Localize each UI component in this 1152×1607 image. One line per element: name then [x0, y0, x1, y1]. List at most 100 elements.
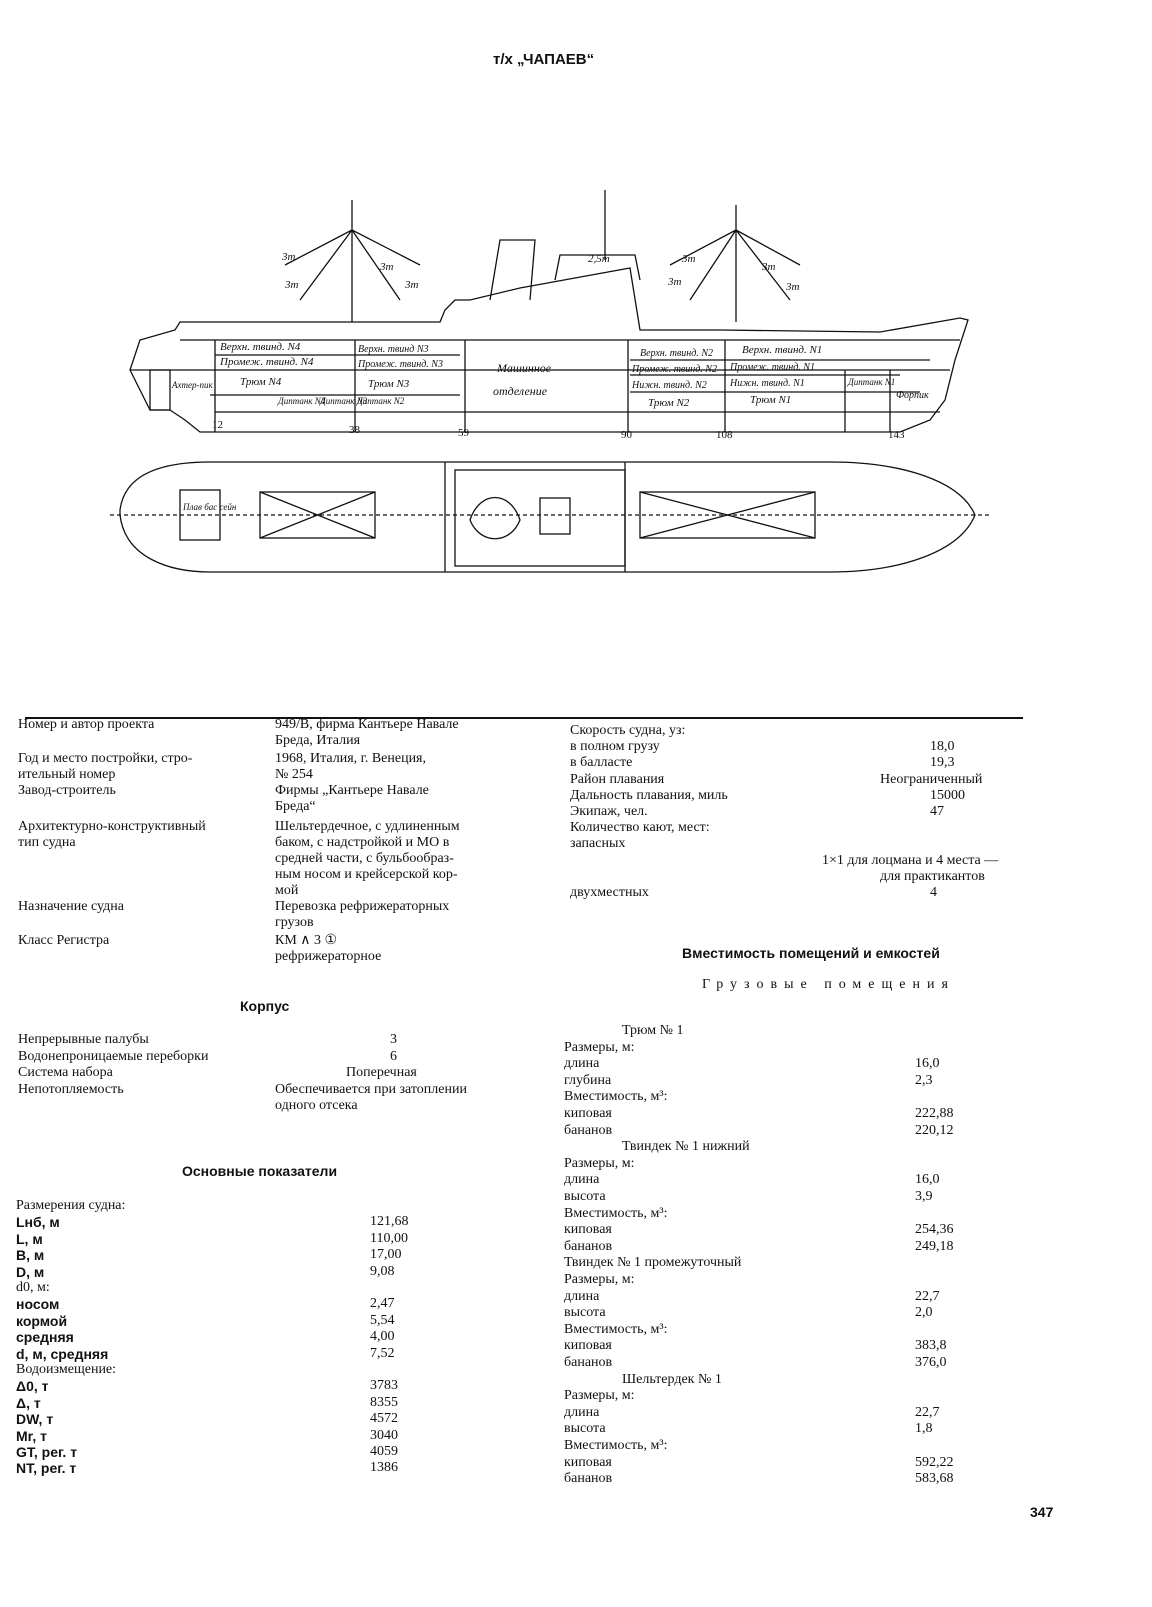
main-value: 121,68	[370, 1214, 409, 1230]
main-key: NT, рег. т	[16, 1460, 77, 1477]
speed-value: 18,0	[930, 739, 955, 755]
cargo-key: Размеры, м:	[564, 1039, 635, 1055]
cargo-key: длина	[564, 1288, 600, 1304]
cargo-value: 16,0	[915, 1056, 940, 1072]
main-key: Lнб, м	[16, 1214, 60, 1231]
main-key: Δ0, т	[16, 1378, 49, 1395]
cargo-key: Вместимость, м³:	[564, 1089, 668, 1105]
section-title-capacity: Вместимость помещений и емкостей	[682, 945, 940, 961]
speed-key: в балласте	[570, 755, 633, 771]
main-key: L, м	[16, 1230, 43, 1247]
main-key: Δ, т	[16, 1394, 41, 1411]
main-key: B, м	[16, 1247, 45, 1264]
main-value: 7,52	[370, 1345, 395, 1361]
compartment-label: Промеж. твинд. N2	[631, 364, 717, 375]
main-value: 5,54	[370, 1312, 395, 1328]
cargo-value: 16,0	[915, 1172, 940, 1188]
compartment-label: Форпик	[896, 390, 929, 401]
main-key: GT, рег. т	[16, 1444, 78, 1460]
compartment-label: Нижн. твинд. N2	[631, 380, 707, 391]
main-key: Mr, т	[16, 1427, 47, 1444]
main-key: d, м, средняя	[16, 1345, 109, 1362]
cargo-key: Вместимость, м³:	[564, 1321, 668, 1337]
compartment-label: Верхн. твинд. N1	[742, 344, 822, 356]
spec-value: Бреда“	[275, 799, 316, 814]
derrick-label: 3т	[379, 261, 394, 273]
compartment-label: отделение	[493, 384, 548, 398]
cargo-value: 222,88	[915, 1106, 954, 1121]
pool-label: Плав бас сейн	[182, 502, 237, 512]
cargo-value: 2,0	[915, 1305, 933, 1321]
speed-key: Район плавания	[570, 771, 665, 787]
cargo-value: 249,18	[915, 1238, 954, 1254]
speed-value: 4	[930, 885, 937, 900]
spec-value: Перевозка рефрижераторных	[275, 899, 450, 914]
derrick-label: 3т	[785, 281, 800, 293]
speed-key: Количество кают, мест:	[570, 820, 710, 836]
cargo-value: 583,68	[915, 1471, 954, 1487]
spec-value: ным носом и крейсерской кор-	[275, 867, 458, 882]
main-key: Размерения судна:	[16, 1198, 126, 1213]
section-title-main: Основные показатели	[182, 1163, 338, 1179]
cargo-key: Твиндек № 1 нижний	[622, 1139, 750, 1155]
speed-key: запасных	[570, 836, 626, 852]
compartment-label: Диптанк N2	[356, 396, 405, 406]
speed-value: 19,3	[930, 755, 955, 771]
cargo-key: высота	[564, 1421, 606, 1437]
hull-value: Поперечная	[346, 1065, 417, 1080]
frame-number: 59	[458, 427, 470, 439]
compartment-label: Верхн. твинд. N2	[640, 348, 713, 359]
compartment-label: Нижн. твинд. N1	[729, 378, 805, 389]
compartment-label: Диптанк N1	[847, 377, 895, 387]
cargo-value: 1,8	[915, 1421, 933, 1437]
cargo-key: бананов	[564, 1355, 613, 1370]
hull-key: Система набора	[18, 1065, 113, 1080]
main-value: 9,08	[370, 1263, 395, 1279]
compartment-label: Машинное	[496, 361, 552, 375]
main-key: D, м	[16, 1263, 45, 1280]
speed-value: 15000	[930, 787, 965, 803]
cargo-value: 254,36	[915, 1222, 954, 1238]
speed-value: для практикантов	[880, 868, 985, 884]
speed-key: Скорость судна, уз:	[570, 723, 686, 738]
derrick-label: 3т	[761, 261, 776, 273]
spec-key: Класс Регистра	[18, 933, 110, 948]
cargo-key: длина	[564, 1404, 600, 1420]
main-value: 2,47	[370, 1296, 395, 1312]
compartment-label: Трюм N4	[240, 376, 282, 388]
compartment-label: Диптанк N3	[319, 396, 368, 406]
spec-value: баком, с надстройкой и МО в	[275, 835, 450, 850]
spec-key: Год и место постройки, стро-	[18, 751, 193, 766]
hull-key: Водонепроницаемые переборки	[18, 1048, 209, 1064]
spec-value: № 254	[275, 767, 313, 782]
compartment-label: Трюм N3	[368, 378, 410, 390]
frame-number: 108	[716, 429, 733, 441]
compartment-label: Диптанк N4	[277, 396, 326, 406]
cargo-key: Размеры, м:	[564, 1272, 635, 1287]
cargo-key: Шельтердек № 1	[622, 1371, 722, 1387]
cargo-key: бананов	[564, 1122, 613, 1138]
compartment-label: Верхн. твинд N3	[358, 344, 429, 355]
derrick-label: 3т	[281, 251, 296, 263]
cargo-key: глубина	[564, 1072, 612, 1088]
speed-key: в полном грузу	[570, 739, 660, 755]
derrick-label: 3т	[404, 279, 419, 291]
cargo-key: длина	[564, 1172, 600, 1188]
hull-value: одного отсека	[275, 1098, 358, 1113]
spec-value: мой	[275, 883, 299, 898]
speed-key: Экипаж, чел.	[570, 804, 648, 819]
spec-value: средней части, с бульбообраз-	[275, 851, 454, 866]
cargo-key: Размеры, м:	[564, 1155, 635, 1171]
compartment-label: Верхн. твинд. N4	[220, 341, 301, 353]
cargo-value: 3,9	[915, 1189, 933, 1204]
spec-key: тип судна	[18, 835, 76, 850]
cargo-key: высота	[564, 1189, 606, 1204]
main-key: d0, м:	[16, 1280, 50, 1295]
cargo-value: 383,8	[915, 1338, 947, 1354]
page-number: 347	[1030, 1504, 1054, 1520]
compartment-label: Промеж. твинд. N3	[357, 359, 443, 370]
main-value: 17,00	[370, 1247, 402, 1263]
spec-value: Фирмы „Кантьере Навале	[275, 783, 429, 798]
speed-key: Дальность плавания, миль	[570, 787, 728, 803]
cargo-key: киповая	[564, 1338, 612, 1354]
